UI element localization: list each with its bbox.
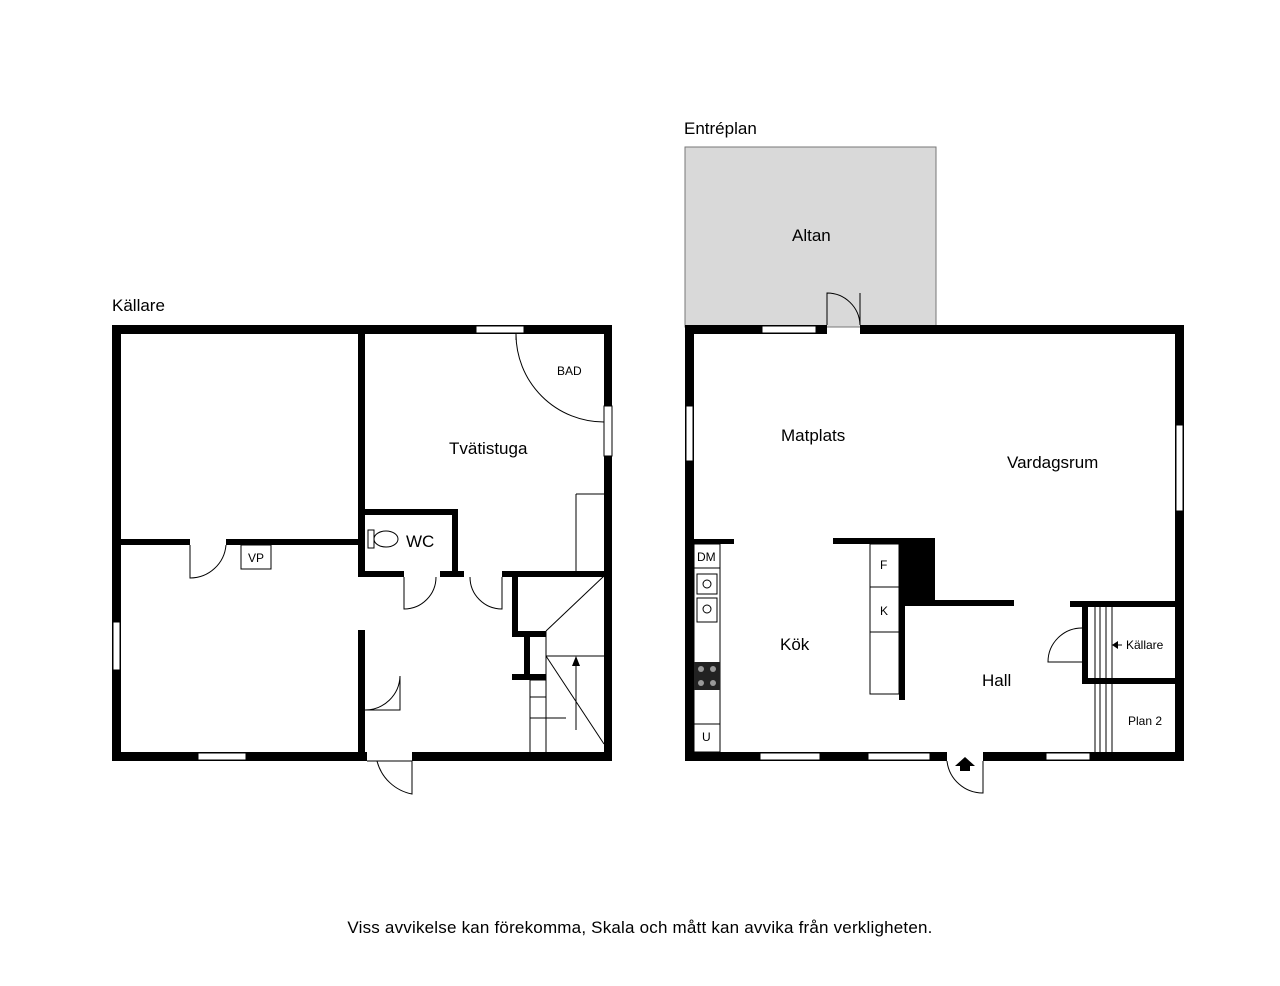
kitchen-wall-stub (694, 539, 734, 544)
basement-wall-right (604, 325, 612, 761)
stairs-wall-mid (1082, 678, 1184, 684)
basement-wall-mid-right (226, 539, 365, 545)
deck-area (684, 146, 937, 328)
basement-stairs (529, 493, 605, 752)
entry-wall-top-right (860, 325, 1184, 334)
basement-window-right (603, 405, 613, 457)
basement-window-top (475, 325, 525, 334)
heat-pump-box (240, 544, 272, 570)
entry-doors (826, 292, 1083, 794)
entry-window-left (685, 405, 694, 462)
hall-wall-top (899, 600, 1014, 606)
entry-window-bottom-1 (759, 752, 821, 761)
entry-wall-right (1175, 325, 1184, 761)
stair-wall-left (512, 571, 518, 637)
wc-wall-right (452, 509, 458, 577)
laundry-label: Tvätistuga (449, 439, 528, 458)
utility-label: U (702, 730, 711, 744)
fridge-freezer-column (869, 543, 900, 695)
basement-window-bottom (197, 752, 247, 761)
basement-wall-mid-left (112, 539, 190, 545)
stairs-wall-left (1082, 601, 1088, 684)
corridor-wall-right (502, 571, 604, 577)
basement-wall-bottom-right (412, 752, 612, 761)
hall-wall-left (899, 600, 905, 700)
kitchen-label: Kök (780, 635, 810, 654)
wc-wall-bottom-mid (440, 571, 464, 577)
kitchen-counter (693, 543, 721, 753)
entry-window-right (1175, 424, 1184, 512)
fridge-label: K (880, 604, 888, 618)
living-label: Vardagsrum (1007, 453, 1098, 472)
basement-title: Källare (112, 296, 165, 315)
entry-window-top (761, 325, 817, 334)
freezer-label: F (880, 558, 887, 572)
chimney (899, 538, 935, 604)
entry-wall-left (685, 325, 694, 761)
island-wall-top (833, 538, 901, 544)
basement-wall-center-lower-a (358, 630, 365, 710)
disclaimer-text: Viss avvikelse kan förekomma, Skala och … (347, 918, 933, 937)
wc-wall-top (358, 509, 458, 515)
basement-wall-center-upper (358, 325, 365, 575)
dishwasher-label: DM (697, 550, 716, 564)
entrance-arrow-icon (955, 757, 975, 771)
entry-window-bottom-3 (1045, 752, 1091, 761)
stair-wall-step (524, 631, 530, 679)
entry-wall-top-left (685, 325, 827, 334)
dining-label: Matplats (781, 426, 845, 445)
basement-plan: Källare (112, 296, 613, 795)
stove-icon (694, 662, 720, 690)
stair-wall-low (512, 674, 546, 680)
heat-pump-label: VP (248, 551, 264, 565)
hall-label: Hall (982, 671, 1011, 690)
basement-wall-center-lower-b (358, 710, 365, 761)
arrow-icon (1112, 641, 1118, 649)
deck-label: Altan (792, 226, 831, 245)
toilet-label: WC (406, 532, 434, 551)
bathroom-label: BAD (557, 364, 582, 378)
entry-floor-plan: Entréplan (684, 119, 1184, 794)
wc-wall-bottom-left (358, 571, 404, 577)
basement-stairs-label: Källare (1126, 638, 1164, 652)
basement-window-left (112, 621, 121, 671)
upper-stairs-label: Plan 2 (1128, 714, 1162, 728)
entry-window-bottom-2 (867, 752, 931, 761)
entry-stairs (1094, 607, 1122, 752)
stairs-wall-top (1070, 601, 1184, 607)
entry-floor-title: Entréplan (684, 119, 757, 138)
basement-doors (189, 333, 605, 795)
toilet-icon (367, 529, 399, 549)
